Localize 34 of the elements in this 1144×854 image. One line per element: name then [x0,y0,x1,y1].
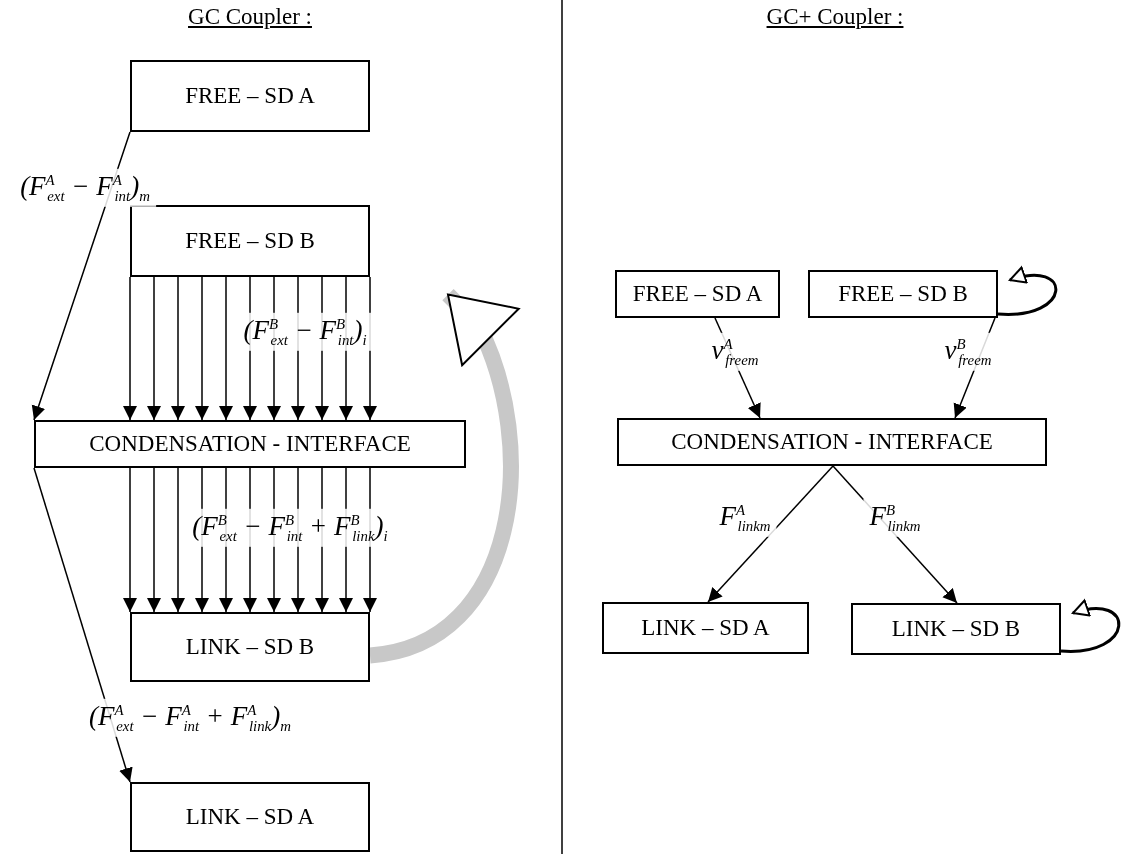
process-box [851,603,1061,655]
process-box [130,612,370,682]
box-label: LINK – SD A [641,615,770,641]
arrow [147,276,161,421]
box-label: FREE – SD A [632,281,763,307]
box-label: FREE – SD B [185,228,315,254]
loop-arrow [1061,600,1121,653]
box-label: FREE – SD A [185,83,315,109]
process-box [617,418,1047,466]
process-box [602,602,809,654]
arrow [123,276,137,421]
process-box [808,270,998,318]
box-label: LINK – SD B [185,634,315,660]
box-label: CONDENSATION - INTERFACE [89,431,411,457]
process-box [130,60,370,132]
loop-arrow [998,267,1058,316]
process-box [615,270,780,318]
process-box [130,205,370,277]
arrow [707,465,834,603]
arrow [195,276,209,421]
section-heading: GC+ Coupler : [766,4,904,30]
box-label: FREE – SD B [838,281,968,307]
arrow [171,467,185,613]
section-heading: GC Coupler : [188,4,312,30]
process-box [34,420,466,468]
arrow [123,467,137,613]
box-label: LINK – SD B [891,616,1021,642]
process-box [130,782,370,852]
arrow [219,276,233,421]
box-label: LINK – SD A [185,804,315,830]
arrow [33,467,133,783]
arrow [147,467,161,613]
arrow [171,276,185,421]
box-label: CONDENSATION - INTERFACE [671,429,993,455]
